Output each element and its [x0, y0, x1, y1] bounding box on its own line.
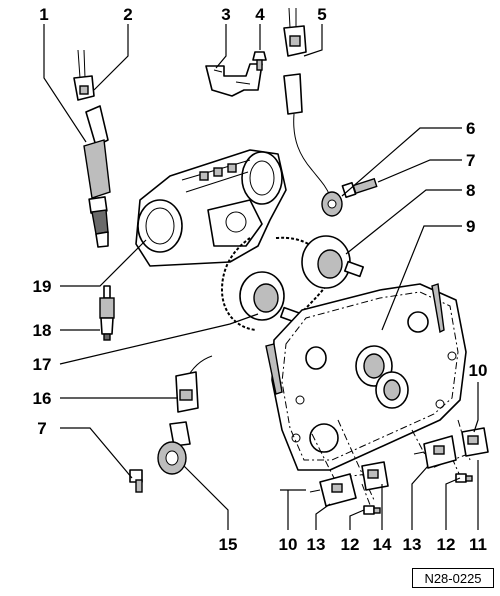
- hall-sender-connector-right: [461, 427, 489, 457]
- sensor-bolt: [341, 177, 378, 199]
- callout-3: 3: [221, 5, 230, 24]
- callout-9: 9: [466, 217, 475, 236]
- callout-4: 4: [255, 5, 265, 24]
- callout-6: 6: [466, 119, 475, 138]
- callout-1: 1: [39, 5, 48, 24]
- camshaft-sprocket-upper: [301, 235, 365, 289]
- knock-sensor: [157, 421, 191, 475]
- callout-15: 15: [219, 535, 238, 554]
- callout-19: 19: [33, 277, 52, 296]
- hall-sender-left: [309, 473, 357, 507]
- callout-12-left: 12: [341, 535, 360, 554]
- knock-sensor-with-cable: [283, 73, 343, 217]
- camshaft-housing: [135, 149, 287, 267]
- cover-studs: [265, 283, 445, 395]
- figure-reference: N28-0225: [412, 568, 494, 588]
- hall-sender-right: [413, 435, 457, 469]
- callout-17: 17: [33, 355, 52, 374]
- callout-14: 14: [373, 535, 392, 554]
- knock-sensor-bolt: [129, 469, 143, 493]
- callout-11: 11: [469, 535, 487, 554]
- spark-plug: [99, 285, 115, 341]
- callout-16: 16: [33, 389, 52, 408]
- callout-labels: 1 2 3 4 5 6 7 8 9 10 10 13 12 14 13 12 1…: [33, 5, 488, 554]
- callout-2: 2: [123, 5, 132, 24]
- temperature-sender: [175, 355, 213, 413]
- callout-10-bottom: 10: [279, 535, 298, 554]
- callout-12-right: 12: [437, 535, 456, 554]
- camshaft-adjuster-lower: [239, 271, 301, 324]
- callout-5: 5: [317, 5, 326, 24]
- callout-18: 18: [33, 321, 52, 340]
- callout-13-left: 13: [307, 535, 326, 554]
- hall-sender-connector-left: [361, 461, 389, 491]
- sensor-connector: [283, 7, 307, 57]
- coil-connector: [73, 49, 95, 101]
- callout-8: 8: [466, 181, 475, 200]
- hall-sender-bolt-right: [455, 473, 473, 483]
- callout-10-right: 10: [469, 361, 488, 380]
- hall-sender-bolt-left: [363, 505, 381, 515]
- leader-lines: [43, 24, 479, 530]
- mounting-bracket: [205, 63, 263, 97]
- ignition-coil: [83, 105, 111, 248]
- timing-chain-cover: [271, 283, 467, 471]
- callout-7-lower: 7: [37, 419, 46, 438]
- callout-13-right: 13: [403, 535, 422, 554]
- callout-7-upper: 7: [466, 151, 475, 170]
- bracket-bolt: [252, 51, 267, 71]
